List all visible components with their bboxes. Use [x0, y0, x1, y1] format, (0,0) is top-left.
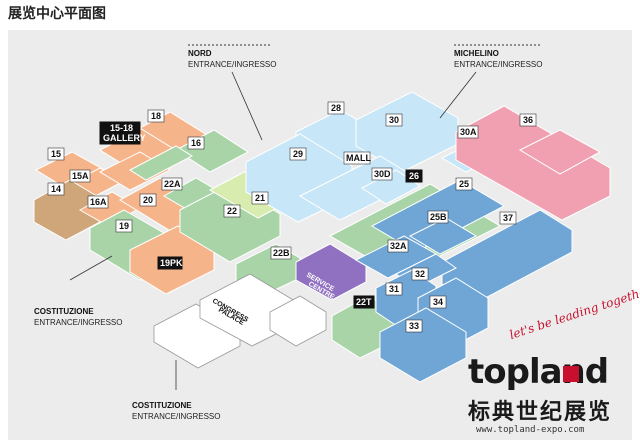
- label-22t: 22T: [356, 297, 372, 307]
- label-25b: 25B: [430, 212, 447, 222]
- label-22b: 22B: [273, 248, 290, 258]
- page-title: 展览中心平面图: [8, 6, 106, 22]
- house-icon: [563, 366, 579, 382]
- label-16a: 16A: [90, 197, 107, 207]
- hall-37-area[interactable]: [441, 209, 573, 305]
- label-32a: 32A: [390, 241, 407, 251]
- orange-zone: [33, 111, 249, 295]
- label-29: 29: [293, 149, 303, 159]
- label-25: 25: [459, 179, 469, 189]
- label-30d: 30D: [374, 169, 391, 179]
- label-28: 28: [331, 103, 341, 113]
- costituzione-left-name: COSTITUZIONE: [34, 307, 94, 316]
- congress-palace[interactable]: [153, 273, 327, 369]
- nord-entrance-name: NORD: [188, 49, 212, 58]
- costituzione-left-sub: ENTRANCE/INGRESSO: [34, 318, 122, 327]
- label-15a: 15A: [72, 171, 89, 181]
- nord-leader: [231, 71, 263, 141]
- label-gallery: GALLERY: [103, 133, 146, 143]
- label-30: 30: [389, 115, 399, 125]
- exhibition-floor-plan: NORD ENTRANCE/INGRESSO MICHELINO ENTRANC…: [33, 44, 611, 421]
- label-31: 31: [389, 284, 399, 294]
- watermark-brand: topland: [468, 352, 609, 392]
- label-18: 18: [151, 111, 161, 121]
- label-32: 32: [415, 269, 425, 279]
- michelino-entrance-name: MICHELINO: [454, 49, 499, 58]
- label-33: 33: [409, 321, 419, 331]
- costituzione-left-leader: [69, 255, 113, 281]
- label-36: 36: [523, 115, 533, 125]
- label-26: 26: [409, 171, 419, 181]
- label-20: 20: [143, 195, 153, 205]
- hall-16-area[interactable]: [175, 129, 249, 173]
- nord-entrance-sub: ENTRANCE/INGRESSO: [188, 60, 276, 69]
- map-panel: NORD ENTRANCE/INGRESSO MICHELINO ENTRANC…: [8, 30, 632, 440]
- label-19: 19: [119, 221, 129, 231]
- label-30a: 30A: [460, 127, 477, 137]
- michelino-leader: [439, 71, 477, 119]
- hall-25b-area[interactable]: [408, 217, 478, 255]
- green-corridor: [128, 145, 194, 181]
- service-centre-area[interactable]: [295, 243, 367, 301]
- watermark-url: www.topland-expo.com: [476, 425, 585, 435]
- label-15: 15: [51, 149, 61, 159]
- costituzione-bottom-sub: ENTRANCE/INGRESSO: [132, 412, 220, 421]
- label-22: 22: [227, 206, 237, 216]
- label-16: 16: [191, 138, 201, 148]
- label-34: 34: [433, 297, 443, 307]
- pink-annex: [518, 129, 602, 175]
- label-mall: MALL: [346, 153, 371, 163]
- hall-33-area[interactable]: [379, 307, 467, 383]
- label-19pk: 19PK: [160, 258, 183, 268]
- label-37: 37: [503, 213, 513, 223]
- pink-zone: [455, 105, 611, 221]
- hall-labels: 15 15A 14 16A 15-18 GALLERY 18 16 22A 20…: [47, 101, 537, 333]
- label-15-18: 15-18: [110, 123, 133, 133]
- label-14: 14: [51, 184, 61, 194]
- label-22a: 22A: [164, 179, 181, 189]
- hall-36-area[interactable]: [455, 105, 611, 221]
- watermark-cn: 标典世纪展览: [468, 400, 613, 425]
- label-21: 21: [255, 193, 265, 203]
- michelino-entrance-sub: ENTRANCE/INGRESSO: [454, 60, 542, 69]
- costituzione-bottom-name: COSTITUZIONE: [132, 401, 192, 410]
